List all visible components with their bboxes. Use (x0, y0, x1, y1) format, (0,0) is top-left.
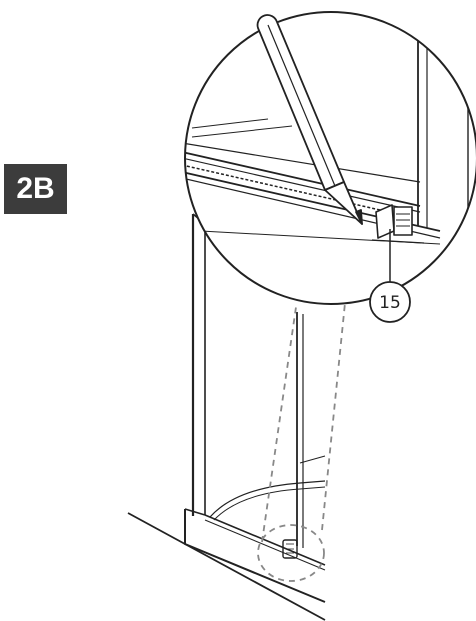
callout-number: 15 (379, 293, 401, 313)
pencil-icon (256, 14, 363, 225)
zoom-leader (257, 302, 346, 582)
step-label: 2B (4, 164, 67, 214)
guide-clip (282, 539, 298, 559)
clip-part (375, 204, 395, 239)
callout-15: 15 (369, 229, 411, 323)
shower-enclosure (127, 213, 326, 621)
